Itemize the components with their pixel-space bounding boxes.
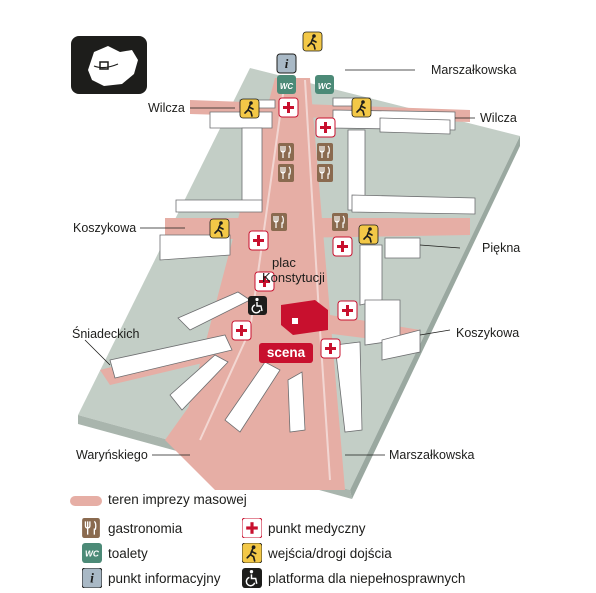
medical-point-icon xyxy=(278,97,299,118)
legend-item-toilets: WC toalety xyxy=(82,543,148,563)
street-label-sniadeckich: Śniadeckich xyxy=(72,327,140,341)
legend-item-zone: teren imprezy masowej xyxy=(70,492,247,507)
medical-point-icon xyxy=(231,320,252,341)
svg-text:WC: WC xyxy=(85,549,100,559)
leader-lines xyxy=(84,69,475,456)
medical-point-icon xyxy=(332,236,353,257)
medical-point-icon xyxy=(337,300,358,321)
legend-label-zone: teren imprezy masowej xyxy=(108,492,247,507)
legend-item-accessible: platforma dla niepełnosprawnych xyxy=(241,567,466,589)
place-label-line1: plac xyxy=(272,255,296,270)
entrance-icon xyxy=(351,97,372,118)
street-label-koszykowa-right: Koszykowa xyxy=(456,326,520,340)
street-label-wilcza-left: Wilcza xyxy=(148,101,185,115)
svg-text:i: i xyxy=(285,56,289,71)
legend-item-entrances: wejścia/drogi dojścia xyxy=(241,542,392,564)
entrance-icon xyxy=(302,31,323,52)
legend-label-food: gastronomia xyxy=(108,520,183,536)
toilet-icon: WC xyxy=(315,75,334,94)
event-zone-swatch xyxy=(70,495,102,506)
svg-text:WC: WC xyxy=(318,82,332,91)
legend-label-toilets: toalety xyxy=(108,545,148,561)
stage-label: scena xyxy=(259,343,313,363)
food-icon xyxy=(316,163,334,183)
entrance-icon xyxy=(358,224,379,245)
accessible-platform-icon xyxy=(241,567,263,589)
food-icon xyxy=(277,163,295,183)
toilet-icon: WC xyxy=(82,543,102,563)
street-label-marszalkowska-bottom: Marszałkowska xyxy=(389,448,475,462)
street-label-koszykowa-left: Koszykowa xyxy=(73,221,137,235)
street-label-marszalkowska-top: Marszałkowska xyxy=(431,63,517,77)
food-icon xyxy=(331,212,349,232)
place-label: plac Konstytucji xyxy=(262,255,325,285)
food-icon xyxy=(316,142,334,162)
legend-label-medical: punkt medyczny xyxy=(268,520,366,536)
info-icon: i xyxy=(276,53,297,74)
legend-item-info: i punkt informacyjny xyxy=(81,567,221,589)
svg-text:WC: WC xyxy=(280,82,294,91)
legend: teren imprezy masowej gastronomia WC toa… xyxy=(70,488,570,593)
street-label-warynskiego: Waryńskiego xyxy=(76,448,148,462)
accessible-platform-icon xyxy=(247,295,268,316)
legend-label-info: punkt informacyjny xyxy=(108,570,221,586)
street-label-piekna: Piękna xyxy=(482,241,521,255)
entrance-icon xyxy=(239,98,260,119)
street-label-wilcza-right: Wilcza xyxy=(480,111,517,125)
entrance-icon xyxy=(209,218,230,239)
info-icon: i xyxy=(81,567,103,589)
legend-label-entrances: wejścia/drogi dojścia xyxy=(268,545,392,561)
food-icon xyxy=(277,142,295,162)
entrance-icon xyxy=(241,542,263,564)
place-label-line2: Konstytucji xyxy=(262,270,325,285)
food-icon xyxy=(270,212,288,232)
medical-point-icon xyxy=(241,517,263,539)
legend-label-accessible: platforma dla niepełnosprawnych xyxy=(268,570,466,586)
medical-point-icon xyxy=(248,230,269,251)
medical-point-icon xyxy=(320,338,341,359)
svg-text:i: i xyxy=(90,571,94,586)
medical-point-icon xyxy=(315,117,336,138)
legend-item-medical: punkt medyczny xyxy=(241,517,366,539)
toilet-icon: WC xyxy=(277,75,296,94)
stage xyxy=(281,300,328,335)
locator-map-icon xyxy=(71,36,147,94)
food-icon xyxy=(81,517,102,539)
legend-item-food: gastronomia xyxy=(81,517,183,539)
